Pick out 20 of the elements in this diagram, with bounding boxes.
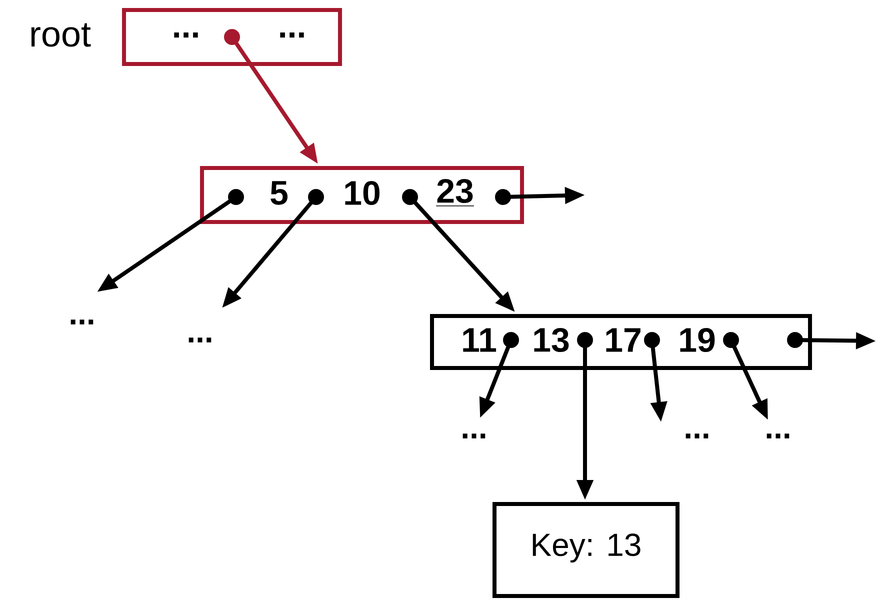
ellipsis-label: ... [766, 434, 790, 438]
root-label: root [31, 23, 91, 47]
ellipsis-label: ... [462, 434, 486, 438]
key-label: 11 [463, 328, 496, 352]
key-label: 13 [534, 328, 569, 352]
ellipsis-label: ... [686, 434, 708, 438]
node-box [200, 166, 524, 224]
key-label: 5 [270, 181, 288, 205]
key-label: 19 [680, 328, 715, 352]
node-box [492, 502, 680, 598]
ellipsis-label: ... [70, 320, 94, 324]
key-label: 10 [345, 180, 380, 206]
key-label: ... [174, 32, 198, 38]
key-label: 17 [606, 328, 640, 352]
node-box [430, 314, 812, 370]
ellipsis-label: ... [188, 338, 212, 342]
key-label: Key: 13 [532, 534, 640, 562]
node-box [122, 8, 342, 66]
key-label: 23 [436, 178, 474, 206]
key-label: ... [280, 32, 304, 38]
